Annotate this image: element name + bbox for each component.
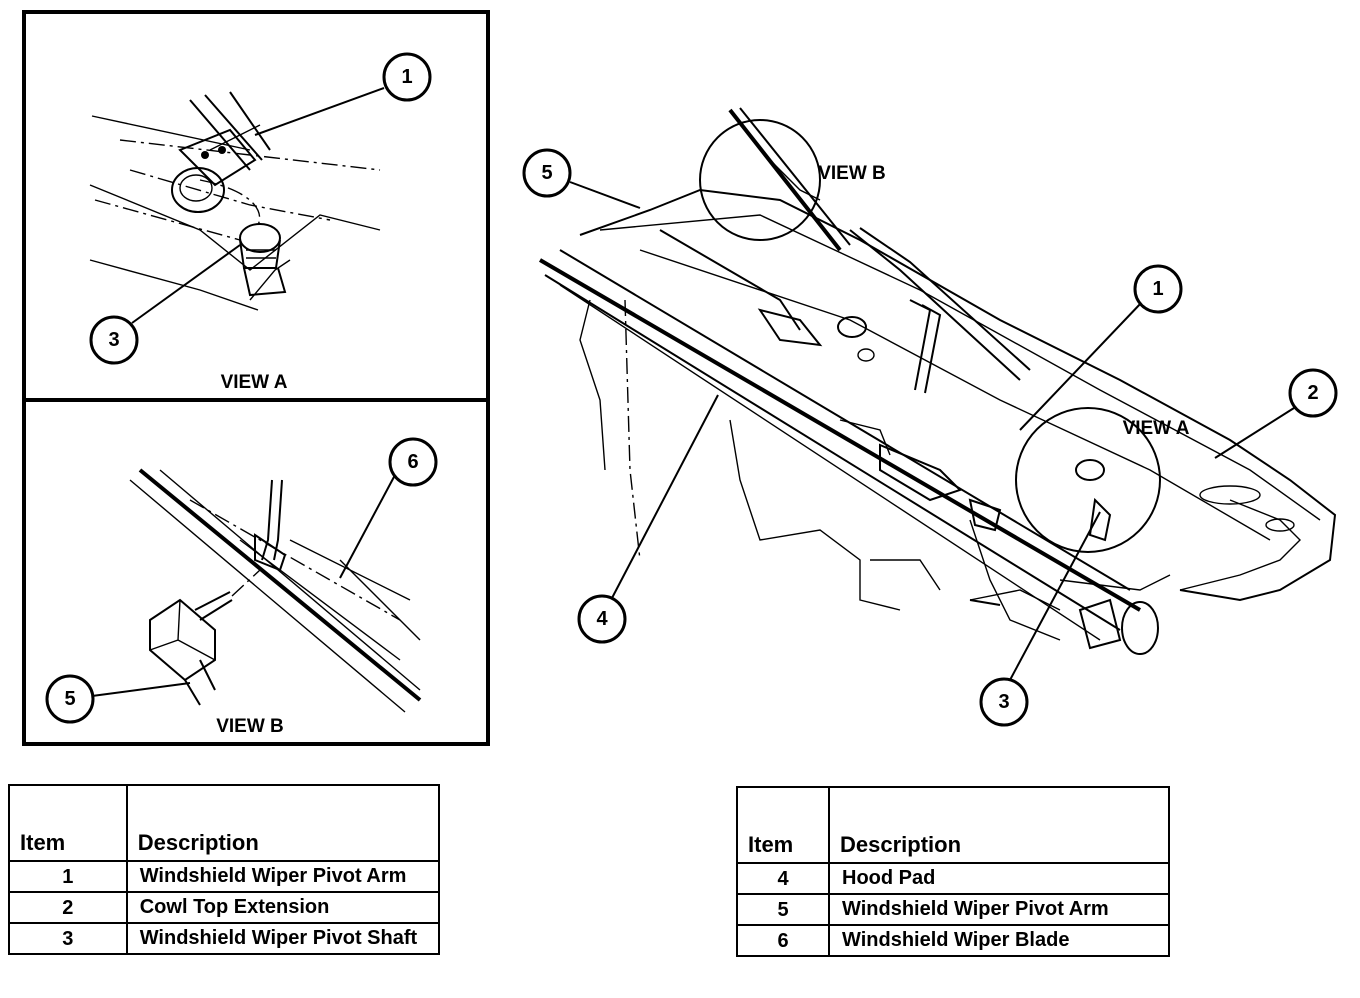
table-row: 2 Cowl Top Extension: [8, 891, 441, 924]
callout-main-5: 5: [522, 148, 572, 198]
callout-main-2: 2: [1288, 368, 1338, 418]
legend-header-item: Item: [8, 784, 128, 862]
legend-item-description: Cowl Top Extension: [125, 891, 441, 924]
svg-text:1: 1: [401, 66, 412, 88]
view-b-frame: [22, 398, 490, 746]
callout-main-1: 1: [1133, 264, 1183, 314]
legend-header-description: Description: [125, 784, 441, 862]
legend-item-number: 6: [736, 924, 830, 957]
svg-text:4: 4: [596, 608, 608, 630]
legend-item-number: 3: [8, 922, 128, 955]
legend-item-description: Hood Pad: [828, 862, 1170, 895]
svg-text:1: 1: [1152, 278, 1163, 300]
view-b-label: VIEW B: [216, 716, 284, 737]
legend-header-item: Item: [736, 786, 830, 864]
legend-item-description: Windshield Wiper Blade: [828, 924, 1170, 957]
view-a-label: VIEW A: [221, 372, 288, 393]
legend-item-description: Windshield Wiper Pivot Shaft: [125, 922, 441, 955]
svg-text:3: 3: [108, 329, 119, 351]
main-view-a-label: VIEW A: [1123, 418, 1190, 439]
svg-text:3: 3: [998, 691, 1009, 713]
legend-item-number: 2: [8, 891, 128, 924]
table-row: 5 Windshield Wiper Pivot Arm: [736, 893, 1170, 926]
legend-item-number: 5: [736, 893, 830, 926]
callout-b-6: 6: [388, 437, 438, 487]
view-a-drawing: [89, 91, 381, 311]
svg-text:5: 5: [64, 688, 75, 710]
view-b-drawing: [129, 468, 422, 713]
legend-table-left: Item Description 1 Windshield Wiper Pivo…: [8, 784, 441, 955]
svg-text:2: 2: [1307, 382, 1318, 404]
main-view-b-label: VIEW B: [818, 163, 886, 184]
legend-item-number: 1: [8, 860, 128, 893]
svg-text:5: 5: [541, 162, 552, 184]
table-row: 1 Windshield Wiper Pivot Arm: [8, 860, 441, 893]
table-row: 3 Windshield Wiper Pivot Shaft: [8, 922, 441, 955]
legend-header-row: Item Description: [736, 786, 1170, 864]
table-row: 6 Windshield Wiper Blade: [736, 924, 1170, 957]
callout-a-1: 1: [382, 52, 432, 102]
callout-a-3: 3: [89, 315, 139, 365]
legend-item-description: Windshield Wiper Pivot Arm: [828, 893, 1170, 926]
legend-item-number: 4: [736, 862, 830, 895]
svg-text:6: 6: [407, 451, 418, 473]
legend-table-right: Item Description 4 Hood Pad 5 Windshield…: [736, 786, 1170, 957]
legend-item-description: Windshield Wiper Pivot Arm: [125, 860, 441, 893]
legend-header-row: Item Description: [8, 784, 441, 862]
leader-lines: [91, 87, 1295, 697]
main-assembly-drawing: [538, 107, 1337, 655]
callout-b-5: 5: [45, 674, 95, 724]
legend-header-description: Description: [828, 786, 1170, 864]
table-row: 4 Hood Pad: [736, 862, 1170, 895]
callout-main-3: 3: [979, 677, 1029, 727]
callout-main-4: 4: [577, 594, 627, 644]
